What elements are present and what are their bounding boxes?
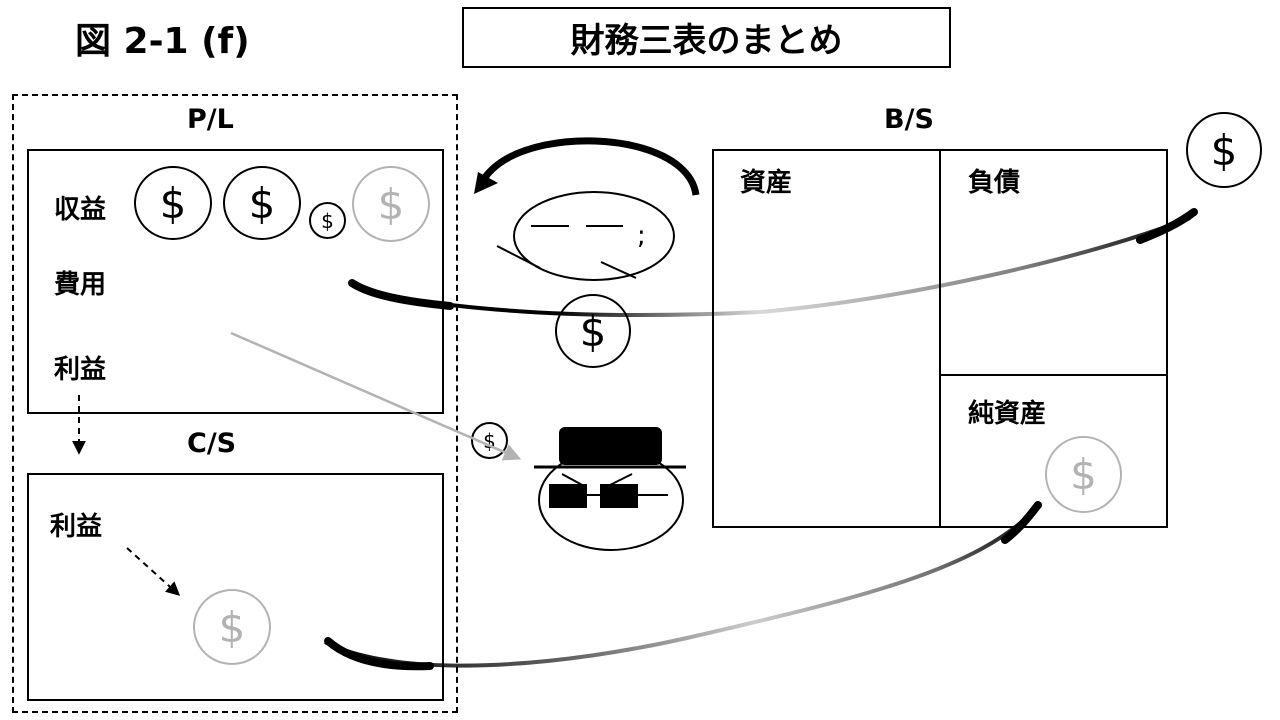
bs-liabilities-label: 負債 [968,168,1021,198]
title-box: 財務三表のまとめ [462,7,951,68]
bs-divider-horizontal [940,374,1168,376]
dollar-coin-icon: $ [352,166,430,242]
cs-profit-label: 利益 [50,512,103,542]
pl-expense-label: 費用 [54,270,107,300]
cs-to-net-assets-flow [324,501,1042,671]
pl-cs-group-frame [12,94,458,713]
dollar-coin-icon: $ [1045,436,1122,513]
cs-heading: C/S [187,428,237,459]
dollar-coin-icon: $ [309,202,346,239]
bs-heading: B/S [884,104,934,135]
curved-arrow-icon [474,137,700,196]
bs-net-assets-label: 純資産 [968,399,1047,429]
dollar-coin-icon: $ [1186,112,1262,188]
dollar-coin-icon: $ [223,166,301,240]
hat-sunglasses-face-icon [534,427,686,551]
pl-heading: P/L [187,104,234,135]
figure-label: 図 2-1 (f) [75,21,250,62]
bs-assets-label: 資産 [740,168,793,198]
cs-box [27,473,444,701]
dollar-coin-icon: $ [193,589,271,665]
expense-to-liabilities-flow [348,208,1198,318]
dollar-coin-icon: $ [134,166,212,240]
worried-face-icon: ; [496,191,675,281]
pl-revenue-label: 収益 [54,195,107,225]
pl-profit-label: 利益 [54,355,107,385]
face-symbol: ; [637,221,646,251]
cs-profit-to-coin-dashed-arrow [126,547,181,596]
pl-box [27,149,444,414]
page-title: 財務三表のまとめ [570,21,843,61]
bs-divider-vertical [939,149,941,528]
profit-to-investor-arrow [230,331,522,461]
